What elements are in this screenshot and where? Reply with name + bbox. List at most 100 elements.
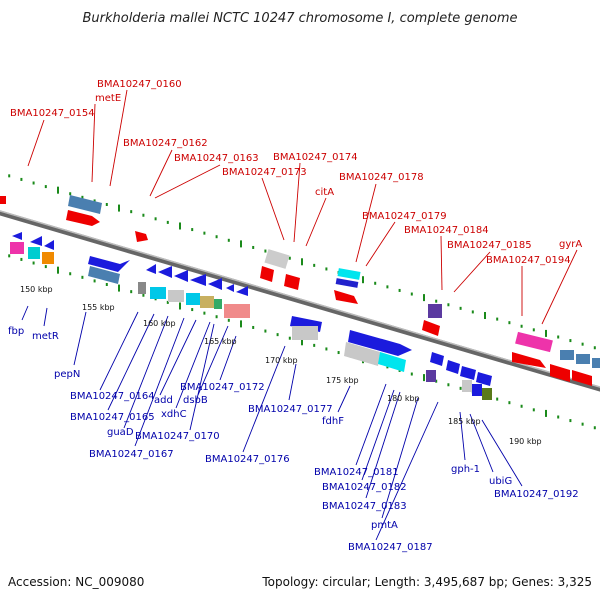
- leader-line: [355, 183, 377, 263]
- tick-mark: [410, 372, 413, 376]
- tick-mark: [203, 311, 206, 315]
- tick-mark: [32, 181, 35, 185]
- gene-box: [472, 384, 482, 396]
- tick-mark: [8, 174, 11, 178]
- gene-arrow: [174, 270, 188, 282]
- gene-box: [0, 196, 6, 204]
- gene-label: fbp: [8, 326, 24, 337]
- gene-arrow: [236, 286, 248, 296]
- gene-label: add: [154, 395, 173, 406]
- tick-mark: [313, 263, 316, 267]
- gene-label: BMA10247_0154: [10, 108, 95, 119]
- tick-mark: [557, 415, 560, 419]
- leader-line: [481, 419, 523, 487]
- tick-mark: [166, 220, 169, 224]
- leader-line: [73, 311, 87, 366]
- bottom-strand-labels: fbp metR pepN BMA10247_0164 add BMA10247…: [8, 326, 579, 553]
- gene-label: BMA10247_0192: [494, 489, 579, 500]
- tick-mark: [81, 275, 84, 279]
- leader-line: [109, 89, 128, 187]
- tick-mark: [191, 308, 194, 312]
- gene-arrow: [430, 352, 444, 366]
- leader-line: [337, 385, 351, 413]
- tick-mark: [581, 422, 584, 426]
- gene-box: [462, 380, 472, 392]
- gene-box: [214, 299, 222, 309]
- leader-line: [293, 162, 301, 243]
- tick-mark: [520, 324, 523, 328]
- leader-line: [261, 177, 285, 241]
- leader-line: [219, 335, 237, 381]
- leader-line: [21, 305, 29, 321]
- tick-mark: [179, 222, 181, 230]
- gene-box: [592, 358, 600, 368]
- tick-mark: [362, 276, 364, 284]
- tick-mark: [252, 245, 255, 249]
- leader-line: [288, 363, 297, 401]
- leader-line: [107, 313, 155, 411]
- kbp-label: 155 kbp: [82, 303, 115, 312]
- gene-label: BMA10247_0178: [339, 172, 424, 183]
- leader-line: [305, 197, 327, 247]
- gene-label: guaD: [107, 427, 134, 438]
- tick-mark: [118, 284, 120, 292]
- tick-mark: [130, 210, 133, 214]
- tick-mark: [520, 404, 523, 408]
- tick-mark: [264, 329, 267, 333]
- gene-box: [200, 296, 214, 308]
- gene-arrow: [512, 352, 546, 368]
- tick-mark: [142, 213, 145, 217]
- tick-mark: [532, 328, 535, 332]
- gene-label: BMA10247_0173: [222, 167, 307, 178]
- gene-arrow: [460, 366, 476, 380]
- tick-mark: [179, 302, 181, 310]
- tick-mark: [301, 258, 303, 266]
- gene-arrow: [30, 236, 42, 246]
- gene-arrow: [284, 274, 300, 290]
- leader-line: [134, 317, 185, 447]
- tick-mark: [227, 318, 230, 322]
- tick-mark: [386, 285, 389, 289]
- gene-box: [186, 293, 200, 305]
- gene-label: metE: [95, 93, 121, 104]
- kbp-label: 165 kbp: [204, 337, 237, 346]
- gene-label: citA: [315, 187, 334, 198]
- gene-box: [224, 304, 250, 318]
- tick-mark: [508, 321, 511, 325]
- leader-line: [440, 235, 443, 291]
- gene-label: pmtA: [371, 520, 398, 531]
- tick-mark: [142, 293, 145, 297]
- gene-arrow: [12, 232, 22, 240]
- tick-mark: [593, 346, 596, 350]
- leader-line: [242, 345, 286, 453]
- kbp-label: 190 kbp: [509, 437, 542, 446]
- gene-arrow: [146, 264, 156, 274]
- leader-line: [541, 249, 578, 325]
- leader-line: [381, 397, 419, 519]
- backbone-group: [0, 210, 600, 392]
- leader-line: [159, 319, 197, 396]
- gene-arrow: [550, 364, 570, 382]
- gene-box: [482, 388, 492, 400]
- tick-mark: [423, 294, 425, 302]
- tick-mark: [252, 325, 255, 329]
- leader-line: [469, 413, 494, 473]
- kbp-label: 185 kbp: [448, 417, 481, 426]
- kbp-label: 180 kbp: [387, 394, 420, 403]
- map-title: Burkholderia mallei NCTC 10247 chromosom…: [82, 11, 517, 26]
- tick-mark: [130, 290, 133, 294]
- tick-mark: [325, 267, 328, 271]
- gene-label: BMA10247_0170: [135, 431, 220, 442]
- tick-mark: [81, 195, 84, 199]
- tick-mark: [313, 343, 316, 347]
- tick-mark: [20, 257, 23, 261]
- tick-mark: [447, 303, 450, 307]
- gene-arrow: [44, 240, 54, 250]
- leader-line: [27, 119, 45, 167]
- tick-mark: [545, 329, 547, 337]
- gene-label: BMA10247_0181: [314, 467, 399, 478]
- tick-mark: [581, 342, 584, 346]
- gene-arrow: [190, 274, 206, 286]
- tick-mark: [496, 317, 499, 321]
- gene-arrow: [208, 278, 222, 290]
